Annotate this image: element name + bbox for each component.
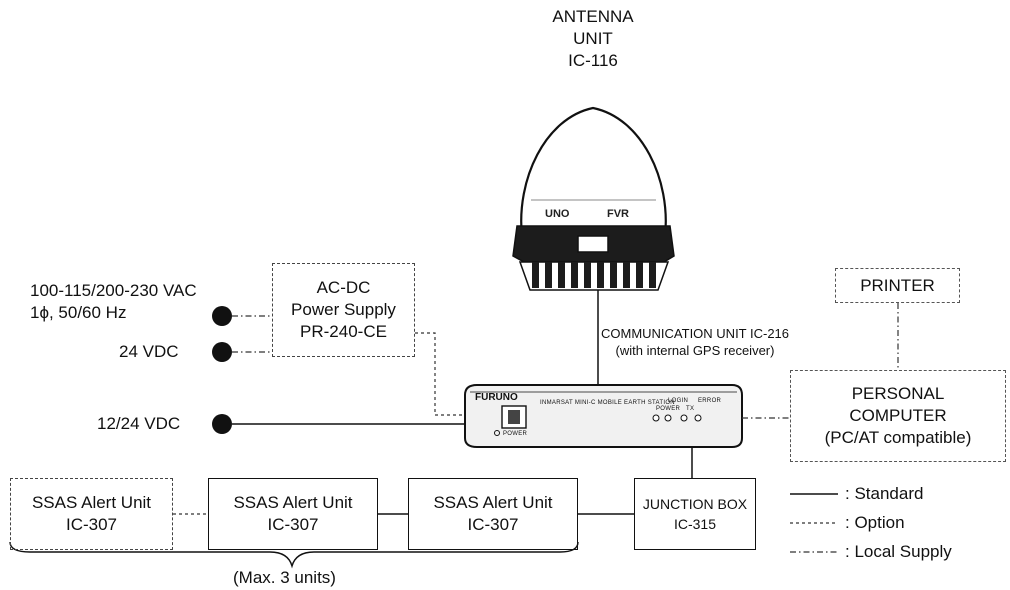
- led-label-power: POWER: [656, 406, 681, 412]
- comm-unit-line1: COMMUNICATION UNIT IC-216: [600, 326, 790, 341]
- ssas-3-line1: SSAS Alert Unit: [433, 493, 553, 512]
- ssas-1-line1: SSAS Alert Unit: [31, 493, 152, 512]
- legend-local-supply-label: : Local Supply: [845, 542, 952, 561]
- dc24-input-label: 24 VDC: [119, 342, 179, 361]
- pc-line3: (PC/AT compatible): [824, 428, 972, 447]
- ac-input-line1: 100-115/200-230 VAC: [30, 281, 197, 300]
- acdc-power-supply-box: AC-DC Power Supply PR-240-CE: [272, 263, 415, 357]
- acdc-line3: PR-240-CE: [300, 322, 387, 341]
- communication-unit-drawing: [464, 384, 743, 448]
- acdc-line2: Power Supply: [291, 300, 396, 319]
- ssas-1-line2: IC-307: [65, 515, 118, 534]
- personal-computer-box: PERSONAL COMPUTER (PC/AT compatible): [790, 370, 1006, 462]
- pc-line2: COMPUTER: [849, 406, 947, 425]
- antenna-label-line1: ANTENNA: [552, 7, 634, 26]
- led-label-tx: TX: [686, 406, 695, 412]
- antenna-unit-drawing: UNO FVR: [512, 106, 675, 291]
- antenna-label: ANTENNA UNIT IC-116: [538, 6, 648, 72]
- svg-text:FVR: FVR: [607, 208, 629, 220]
- comm-unit-label: COMMUNICATION UNIT IC-216 (with internal…: [600, 325, 790, 359]
- printer-label: PRINTER: [860, 275, 935, 295]
- junction-box-line1: JUNCTION BOX: [642, 496, 748, 512]
- comm-unit-line2: (with internal GPS receiver): [615, 343, 775, 358]
- printer-box: PRINTER: [835, 268, 960, 303]
- junction-box-line2: IC-315: [673, 516, 717, 532]
- furuno-brand-logo: FURUNO: [475, 392, 518, 403]
- dc1224-input-label: 12/24 VDC: [97, 414, 181, 433]
- comm-unit-panel-text: INMARSAT MINI-C MOBILE EARTH STATION: [540, 400, 675, 406]
- legend-standard-label: : Standard: [845, 484, 924, 503]
- ssas-3-line2: IC-307: [467, 515, 519, 534]
- ssas-2-line2: IC-307: [267, 515, 319, 534]
- svg-text:UNO: UNO: [545, 208, 570, 220]
- ac-input-line2: 1ϕ, 50/60 Hz: [30, 303, 127, 322]
- pc-line1: PERSONAL: [851, 384, 945, 403]
- antenna-label-line2: UNIT: [573, 29, 613, 48]
- ssas-alert-unit-3: SSAS Alert Unit IC-307: [408, 478, 578, 550]
- ssas-2-line1: SSAS Alert Unit: [233, 493, 353, 512]
- acdc-line1: AC-DC: [316, 278, 371, 297]
- ssas-alert-unit-2: SSAS Alert Unit IC-307: [208, 478, 378, 550]
- max-units-note: (Max. 3 units): [233, 568, 336, 587]
- legend-option-label: : Option: [845, 513, 905, 532]
- led-label-login: LOGIN: [668, 398, 689, 404]
- antenna-label-line3: IC-116: [568, 51, 618, 70]
- led-label-error: ERROR: [698, 398, 722, 404]
- power-switch-label: POWER: [503, 431, 528, 437]
- ssas-alert-unit-1: SSAS Alert Unit IC-307: [10, 478, 173, 550]
- ac-input-label: 100-115/200-230 VAC 1ϕ, 50/60 Hz: [30, 280, 197, 324]
- junction-box: JUNCTION BOX IC-315: [634, 478, 756, 550]
